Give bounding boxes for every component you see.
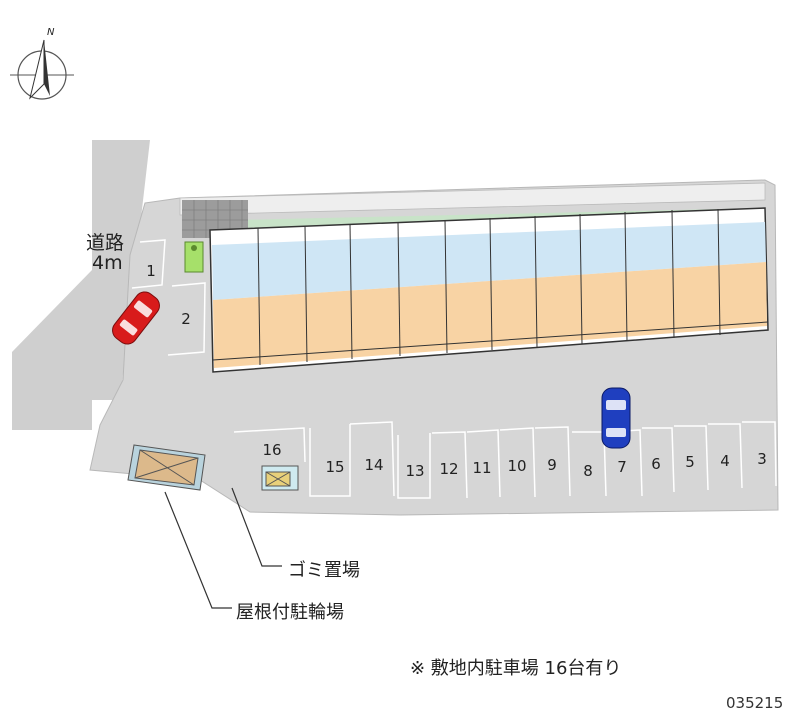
compass-north-label: N <box>47 27 55 38</box>
parking-footnote: ※ 敷地内駐車場 16台有り <box>410 658 622 679</box>
top-strip <box>179 182 766 216</box>
parking-bottom <box>233 421 777 499</box>
slot-label-15: 15 <box>325 458 344 476</box>
bicycle-leader-line <box>164 491 232 609</box>
road-name: 道路 <box>86 232 125 254</box>
garbage-storage-icon <box>261 465 299 491</box>
road-width: 4m <box>92 252 123 274</box>
slot-label-5: 5 <box>685 453 695 471</box>
shrub <box>184 241 204 273</box>
slot-label-10: 10 <box>507 457 526 475</box>
map-code: 035215 <box>726 694 784 712</box>
red-car-icon <box>112 291 160 345</box>
compass-icon: N <box>10 27 74 100</box>
garbage-leader-line <box>231 487 282 567</box>
slot-label-6: 6 <box>651 455 661 473</box>
slot-label-1: 1 <box>146 262 156 280</box>
road <box>12 140 150 430</box>
slot-label-9: 9 <box>547 456 557 474</box>
slot-label-8: 8 <box>583 462 593 480</box>
slot-label-3: 3 <box>757 450 767 468</box>
bicycle-callout-label: 屋根付駐輪場 <box>236 602 344 623</box>
slot-label-12: 12 <box>439 460 458 478</box>
slot-label-11: 11 <box>472 459 491 477</box>
bicycle-shed-icon <box>127 444 206 491</box>
blue-car-icon <box>601 387 631 449</box>
slot-label-7: 7 <box>617 458 627 476</box>
parking-left <box>131 239 206 356</box>
slot-label-14: 14 <box>364 456 383 474</box>
garbage-callout-label: ゴミ置場 <box>288 560 360 581</box>
apartment-building <box>209 207 769 373</box>
slot-label-4: 4 <box>720 452 730 470</box>
road-diagonal <box>12 270 92 352</box>
slot-label-16: 16 <box>262 441 281 459</box>
slot-label-2: 2 <box>181 310 191 328</box>
slot-label-13: 13 <box>405 462 424 480</box>
